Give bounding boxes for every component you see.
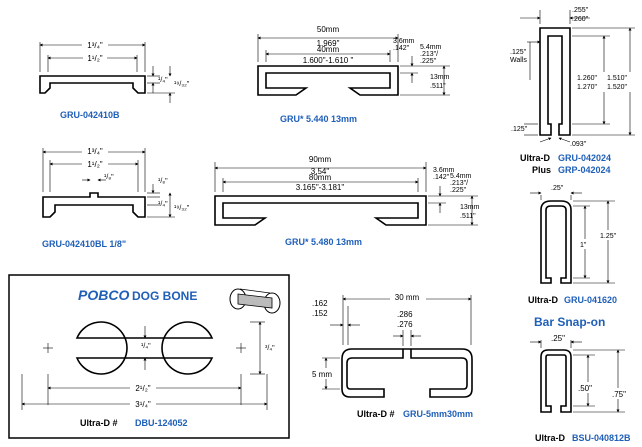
dim-lip-mm: 5.4mm [420, 44, 442, 51]
section-title: Bar Snap-on [534, 315, 605, 329]
profile-gru-042024: .255" .260" .125" Walls 1.260" 1.270" 1.… [510, 7, 637, 175]
prefix-2: Plus [532, 165, 551, 175]
prefix: Ultra-D # [80, 418, 118, 428]
profile-gru-041620: .25" 1" 1.25" Ultra-D GRU-041620 [528, 185, 624, 305]
part-number: GRU-042410B [60, 110, 120, 120]
dim-notch-height: ¹/₈" [158, 178, 168, 185]
channel-profile [42, 192, 146, 218]
dim-height-mm: 13mm [430, 74, 450, 81]
dim-walls: .125" [510, 49, 527, 56]
profile-gru-042410bl: 1³/₄" 1¹/₂" ¹/₈" ¹/₈" ¹/₄" ¹⁹/₃₂" GRU-04… [42, 146, 190, 249]
dim-inner-length: 2¹/₂" [135, 384, 150, 393]
profile-gru-5mm30mm: 30 mm .162 .152 .286 .276 5 mm Ultra-D #… [311, 292, 473, 419]
dim-outer-width: 1³/₄" [87, 147, 103, 156]
part-number: GRU-5mm30mm [403, 409, 473, 419]
dim-height: 5 mm [312, 370, 332, 379]
dim-inner-height: 1" [580, 242, 587, 249]
part-number: GRU* 5.480 13mm [285, 237, 362, 247]
channel-profile [214, 195, 427, 226]
dim-outer-height: .75" [612, 390, 626, 399]
profile-gru-042410b: 1³/₄" 1¹/₂" ¹/₄" ¹⁹/₃₂" GRU-042410B [39, 40, 190, 120]
dim-top: .25" [551, 185, 564, 192]
part-number: DBU-124052 [135, 418, 188, 428]
dim-wall-in: .142" [393, 45, 410, 52]
dim-outer-height-1: 1.510" [607, 75, 628, 82]
profile-bsu-040812b: Bar Snap-on .25" .50" .75" Ultra-D BSU-0… [530, 315, 631, 443]
dim-width-in: 3.54" [311, 167, 330, 176]
dim-top-2: .260" [572, 16, 589, 23]
dog-bone-3d-icon [229, 288, 281, 314]
dim-outer-height: 1.25" [600, 233, 617, 240]
channel-profile [39, 75, 146, 94]
dim-lip-in-2: .225" [450, 187, 467, 194]
dim-neck: ¹/₄" [141, 343, 151, 350]
dim-inner-width: 1¹/₂" [87, 54, 102, 63]
dim-walls-label: Walls [510, 57, 527, 64]
dim-height-in: .511" [430, 83, 446, 90]
dim-lip-mm: 5.4mm [450, 173, 472, 180]
part-number: GRU-042410BL 1/8" [42, 239, 126, 249]
channel-profile [257, 65, 399, 96]
dim-outer-length: 3¹/₄" [135, 400, 151, 409]
dim-inner-in: 1.600"-1.610 " [303, 56, 354, 65]
dim-lip-in: .213"/ [450, 180, 468, 187]
dim-height-in: .511" [460, 213, 476, 220]
dim-mid-2: .276 [397, 320, 413, 329]
dim-top: .25" [551, 334, 565, 343]
dim-inner-mm: 80mm [309, 173, 332, 182]
prefix-1: Ultra-D [520, 153, 551, 163]
dim-width-in: 1.969" [317, 39, 340, 48]
dim-top-1: .255" [572, 7, 589, 14]
prefix: Ultra-D # [357, 409, 395, 419]
prefix: Ultra-D [528, 295, 559, 305]
clip-profile [540, 349, 572, 413]
dim-lip-in: .213"/ [420, 51, 438, 58]
part-number: GRU* 5.440 13mm [280, 114, 357, 124]
dim-wall-height: ¹/₄" [158, 201, 168, 208]
dim-outer-height-2: 1.520" [607, 84, 628, 91]
dim-inner-height: .50" [578, 384, 592, 393]
dim-height: ³/₄" [265, 345, 275, 352]
panel-border [8, 274, 290, 439]
channel-profile [539, 27, 571, 136]
part-number: GRU-041620 [564, 295, 617, 305]
dim-inner-width: 1¹/₂" [87, 160, 102, 169]
dim-mid-1: .286 [397, 310, 413, 319]
clip-profile [540, 200, 572, 284]
dim-inner-height-1: 1.260" [577, 75, 598, 82]
dim-wall-mm: 3.6mm [433, 167, 455, 174]
profile-gru-5480: 90mm 3.54" 80mm 3.165"-3.181" 3.6mm .142… [214, 155, 480, 247]
title-brand: POBCO [78, 287, 129, 303]
dim-lip-in-2: .225" [420, 58, 437, 65]
dim-bottom-wall: .125" [511, 126, 528, 133]
dim-wall-mm: 3.6mm [393, 38, 415, 45]
dim-height-mm: 13mm [460, 204, 480, 211]
dim-inner-in: 3.165"-3.181" [296, 183, 345, 192]
dim-wall-2: .152 [312, 309, 328, 318]
dim-outer-width: 1³/₄" [87, 41, 103, 50]
dim-inner-mm: 40mm [317, 45, 340, 54]
dim-wall-1: .162 [312, 299, 328, 308]
dim-slot: .093" [570, 141, 587, 148]
dim-width-mm: 50mm [317, 25, 340, 34]
channel-profile [341, 348, 473, 398]
prefix: Ultra-D [535, 433, 566, 443]
dim-width-mm: 90mm [309, 155, 332, 164]
part-number: BSU-040812B [572, 433, 631, 443]
dim-inner-height-2: 1.270" [577, 84, 598, 91]
dim-wall-in: .142" [433, 174, 450, 181]
profile-gru-5440: 50mm 1.969" 40mm 1.600"-1.610 " 3.6mm .1… [257, 25, 450, 124]
dim-wall-height: ¹/₄" [158, 77, 168, 84]
part-number-2: GRP-042024 [558, 165, 611, 175]
part-number-1: GRU-042024 [558, 153, 611, 163]
dim-total-height: ¹⁹/₃₂" [174, 205, 190, 212]
title-rest: DOG BONE [132, 289, 197, 303]
dim-notch: ¹/₈" [104, 174, 114, 181]
dog-bone-profile [75, 321, 214, 375]
dim-total-height: ¹⁹/₃₂" [174, 81, 190, 88]
dim-width: 30 mm [395, 293, 420, 302]
dog-bone-panel: POBCO DOG BONE ¹/₄" ³/₄" 2¹/₂" 3¹/₄" [8, 274, 290, 439]
